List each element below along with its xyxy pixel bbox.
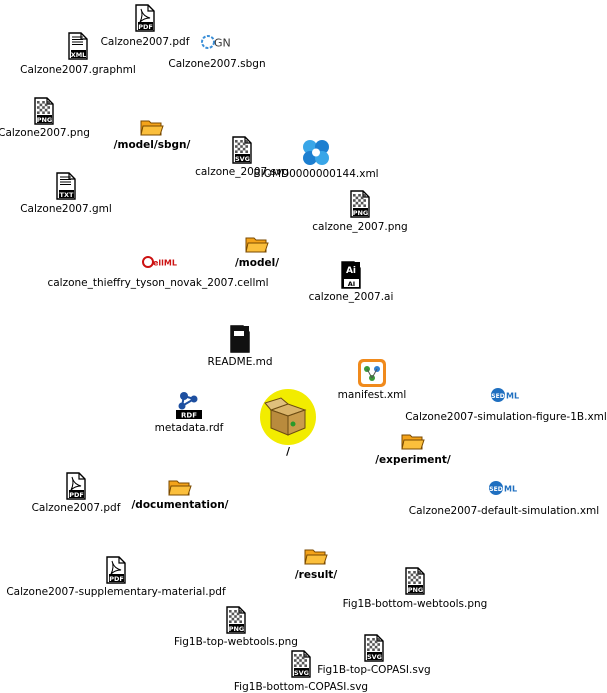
image-file-icon: SVG xyxy=(364,634,384,662)
node-label: Fig1B-bottom-webtools.png xyxy=(342,598,488,610)
node-label: BIOMD0000000144.xml xyxy=(253,168,379,180)
archive-box-icon xyxy=(260,389,316,445)
node-label: Calzone2007.graphml xyxy=(20,64,136,76)
folder-icon xyxy=(245,237,269,253)
node-label: /model/sbgn/ xyxy=(113,139,191,151)
image-file-icon: PNG xyxy=(226,606,246,634)
svg-text:PDF: PDF xyxy=(138,23,153,31)
image-file-icon: SVG xyxy=(232,136,252,164)
node-label: Fig1B-top-COPASI.svg xyxy=(317,664,431,676)
pdf-file-icon: PDF xyxy=(135,4,155,32)
pdf-file-icon: PDF xyxy=(106,556,126,584)
image-file-icon: PNG xyxy=(405,567,425,595)
svg-text:PDF: PDF xyxy=(109,575,124,583)
node-label: calzone_thieffry_tyson_novak_2007.cellml xyxy=(47,277,269,289)
node-label: Calzone2007.pdf xyxy=(100,36,190,48)
node-label: Calzone2007-default-simulation.xml xyxy=(408,505,600,517)
node-label: manifest.xml xyxy=(337,389,407,401)
text-file-icon: TXT xyxy=(56,172,76,200)
node-label: calzone_2007.svg xyxy=(195,166,289,178)
sbml-icon xyxy=(303,140,329,165)
node-label: Calzone2007.sbgn xyxy=(168,58,266,70)
svg-text:AI: AI xyxy=(348,280,355,288)
node-label: Fig1B-top-webtools.png xyxy=(174,636,298,648)
svg-text:SVG: SVG xyxy=(294,669,309,677)
svg-text:PNG: PNG xyxy=(353,209,369,217)
folder-icon xyxy=(140,120,164,136)
node-label: / xyxy=(286,446,290,458)
node-label: README.md xyxy=(207,356,273,368)
svg-text:SED: SED xyxy=(491,393,504,400)
text-file-icon: XML xyxy=(68,32,88,60)
svg-text:Ai: Ai xyxy=(346,266,356,276)
node-label: Calzone2007-simulation-figure-1B.xml xyxy=(405,411,607,423)
node-label: /model/ xyxy=(234,257,280,269)
manifest-icon xyxy=(358,359,386,387)
node-label: calzone_2007.png xyxy=(312,221,408,233)
node-label: Fig1B-bottom-COPASI.svg xyxy=(233,681,369,693)
node-label: /experiment/ xyxy=(375,454,451,466)
svg-text:TXT: TXT xyxy=(60,191,74,199)
svg-text:ellML: ellML xyxy=(153,259,177,268)
node-label: /result/ xyxy=(294,569,338,581)
readme-file-icon xyxy=(230,325,250,353)
node-label: metadata.rdf xyxy=(154,422,224,434)
node-label: Calzone2007-supplementary-material.pdf xyxy=(6,586,226,598)
image-file-icon: SVG xyxy=(291,650,311,678)
svg-text:RDF: RDF xyxy=(181,412,197,420)
node-label: Calzone2007.pdf xyxy=(31,502,121,514)
svg-text:ML: ML xyxy=(506,392,519,401)
node-label: Calzone2007.png xyxy=(0,127,90,139)
cellml-icon: ellML xyxy=(142,256,177,268)
svg-text:PDF: PDF xyxy=(69,491,84,499)
svg-text:SVG: SVG xyxy=(367,653,382,661)
svg-text:PNG: PNG xyxy=(408,586,424,594)
folder-icon xyxy=(304,549,328,565)
svg-text:SVG: SVG xyxy=(235,155,250,163)
svg-text:XML: XML xyxy=(71,51,87,59)
rdf-icon: RDF xyxy=(176,392,202,420)
image-file-icon: PNG xyxy=(34,97,54,125)
node-label: Calzone2007.gml xyxy=(20,203,112,215)
svg-text:ML: ML xyxy=(504,485,517,494)
node-label: calzone_2007.ai xyxy=(308,291,394,303)
image-file-icon: PNG xyxy=(350,190,370,218)
svg-text:PNG: PNG xyxy=(37,116,53,124)
folder-icon xyxy=(168,480,192,496)
svg-text:PNG: PNG xyxy=(229,625,245,633)
svg-text:SED: SED xyxy=(489,486,502,493)
node-label: /documentation/ xyxy=(131,499,229,511)
folder-icon xyxy=(401,434,425,450)
sbgn-icon: GN xyxy=(201,35,231,50)
pdf-file-icon: PDF xyxy=(66,472,86,500)
svg-text:GN: GN xyxy=(214,37,231,50)
